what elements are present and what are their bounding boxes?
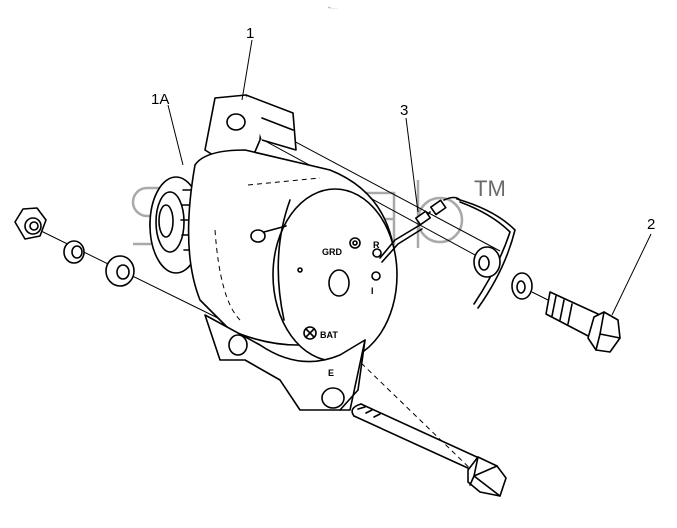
terminal-bat-label: BAT (320, 330, 338, 340)
flat-washer-left (105, 255, 135, 287)
callout-part-1a: 1A (151, 91, 169, 108)
hex-nut (14, 207, 47, 240)
terminal-grd-label: GRD (322, 247, 343, 257)
leader-part-1 (241, 39, 253, 101)
callout-part-2: 2 (647, 216, 655, 233)
terminal-i-label: I (371, 286, 374, 296)
lock-washer-right (511, 272, 533, 300)
callout-part-1: 1 (246, 25, 254, 42)
alternator-assembly (149, 94, 398, 411)
callout-part-3: 3 (400, 102, 408, 119)
leader-part-2 (611, 233, 652, 316)
trademark-symbol: TM (474, 176, 506, 201)
leader-part-1a (167, 104, 184, 166)
terminal-e-label: E (328, 368, 334, 378)
header-mark: *r ,.... (328, 5, 338, 10)
flat-washer-right (473, 246, 501, 278)
lock-washer-left (63, 240, 85, 264)
wire-harness (379, 196, 516, 309)
leader-part-3 (405, 117, 419, 213)
terminal-r-label: R (373, 240, 380, 250)
bolt-part-2 (531, 291, 621, 353)
